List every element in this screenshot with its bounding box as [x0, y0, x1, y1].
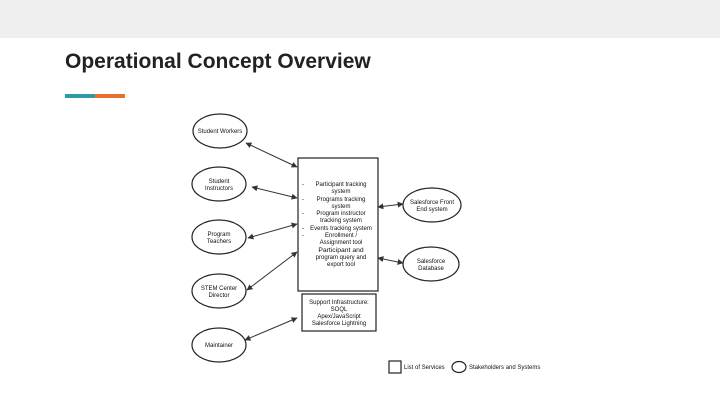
legend-square-icon — [388, 360, 402, 374]
accent-bar-teal — [65, 94, 95, 98]
service-item: system — [331, 204, 350, 210]
connector-student-workers — [245, 142, 298, 168]
accent-bar-orange — [95, 94, 125, 98]
bullet-mark: - — [302, 226, 304, 232]
system-front-end: Salesforce Front End system — [402, 187, 462, 223]
connector-database — [377, 256, 404, 265]
service-item: Program instructor — [316, 211, 365, 217]
legend-services-label: List of Services — [404, 365, 445, 371]
service-item: tracking system — [320, 218, 362, 224]
service-item: Participant tracking — [315, 182, 366, 188]
system-label: Salesforce — [417, 259, 446, 265]
legend-stakeholders-label: Stakeholders and Systems — [469, 365, 540, 371]
system-database: Salesforce Database — [402, 246, 460, 282]
bullet-mark: - — [302, 182, 304, 188]
service-item: Programs tracking — [317, 197, 366, 203]
infrastructure-line: Salesforce Lightning — [312, 321, 366, 327]
stakeholder-label: Program — [207, 232, 230, 238]
infrastructure-line: Apex/JavaScript — [317, 314, 361, 320]
infrastructure-line: Support Infrastructure: — [309, 300, 369, 306]
connectors — [244, 142, 404, 341]
system-label: Database — [418, 266, 444, 272]
stakeholder-label: Maintainer — [205, 343, 233, 349]
service-item: system — [331, 189, 350, 195]
service-extra: export tool — [327, 262, 355, 268]
connector-stem-director — [246, 251, 298, 291]
service-item: Assignment tool — [320, 240, 363, 246]
legend-circle-icon — [451, 360, 467, 374]
slide-title: Operational Concept Overview — [65, 50, 371, 73]
bullet-mark: - — [302, 233, 304, 239]
stakeholder-student-workers: Student Workers — [192, 113, 248, 149]
stakeholder-label: Student — [209, 179, 230, 185]
services-box: - Participant tracking system - Programs… — [297, 157, 379, 292]
infrastructure-box: Support Infrastructure: SOQL Apex/JavaSc… — [301, 293, 377, 332]
bullet-mark: - — [302, 197, 304, 203]
top-band — [0, 0, 720, 38]
service-item: Enrollment / — [325, 233, 357, 239]
legend: List of Services Stakeholders and System… — [388, 360, 540, 374]
system-label: Salesforce Front — [410, 200, 454, 206]
stakeholder-student-instructors: Student Instructors — [191, 166, 247, 202]
stakeholder-stem-director: STEM Center Director — [191, 273, 247, 309]
connector-front-end — [377, 201, 404, 210]
stakeholder-label: Teachers — [207, 239, 231, 245]
service-extra: Participant and — [318, 247, 364, 254]
connector-maintainer — [244, 317, 298, 341]
infrastructure-line: SOQL — [331, 307, 348, 313]
service-item: Events tracking system — [310, 226, 372, 232]
service-extra: program query and — [316, 255, 367, 261]
connector-program-teachers — [247, 222, 298, 240]
stakeholder-label: Instructors — [205, 186, 233, 192]
stakeholder-maintainer: Maintainer — [191, 327, 247, 363]
stakeholder-program-teachers: Program Teachers — [191, 219, 247, 255]
system-label: End system — [416, 207, 447, 213]
stakeholder-label: Student Workers — [198, 129, 243, 135]
bullet-mark: - — [302, 211, 304, 217]
stakeholder-label: STEM Center — [201, 286, 237, 292]
connector-student-instructors — [251, 185, 298, 200]
stakeholder-label: Director — [208, 293, 229, 299]
